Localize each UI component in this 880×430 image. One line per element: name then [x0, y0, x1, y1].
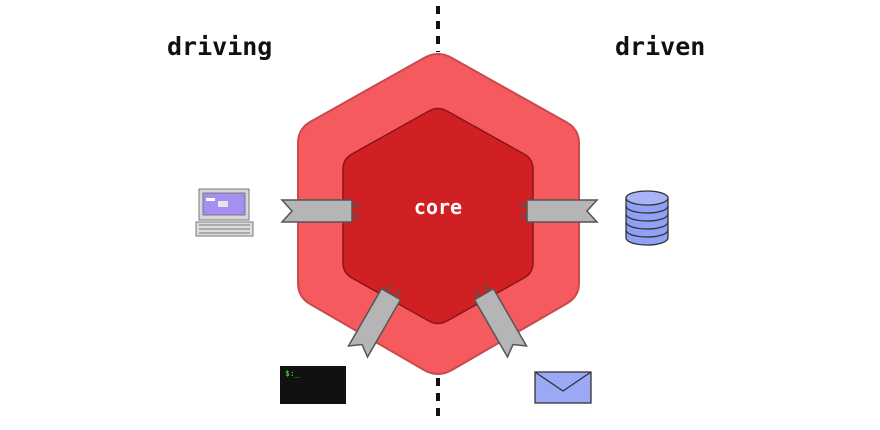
driven-adapter-bottom: [473, 284, 528, 359]
mail-icon: [534, 371, 592, 404]
computer-icon: [195, 188, 254, 237]
database-icon: [625, 190, 669, 246]
core-label: core: [414, 195, 462, 219]
driven-adapter-right: [519, 199, 599, 223]
core-hexagon: [342, 107, 534, 325]
terminal-prompt: $:_: [285, 369, 300, 378]
driven-side-label: driven: [615, 32, 706, 61]
driving-adapter-left: [280, 199, 360, 223]
terminal-icon: $:_: [280, 366, 346, 404]
driving-side-label: driving: [167, 32, 273, 61]
driving-adapter-bottom: [347, 284, 402, 359]
